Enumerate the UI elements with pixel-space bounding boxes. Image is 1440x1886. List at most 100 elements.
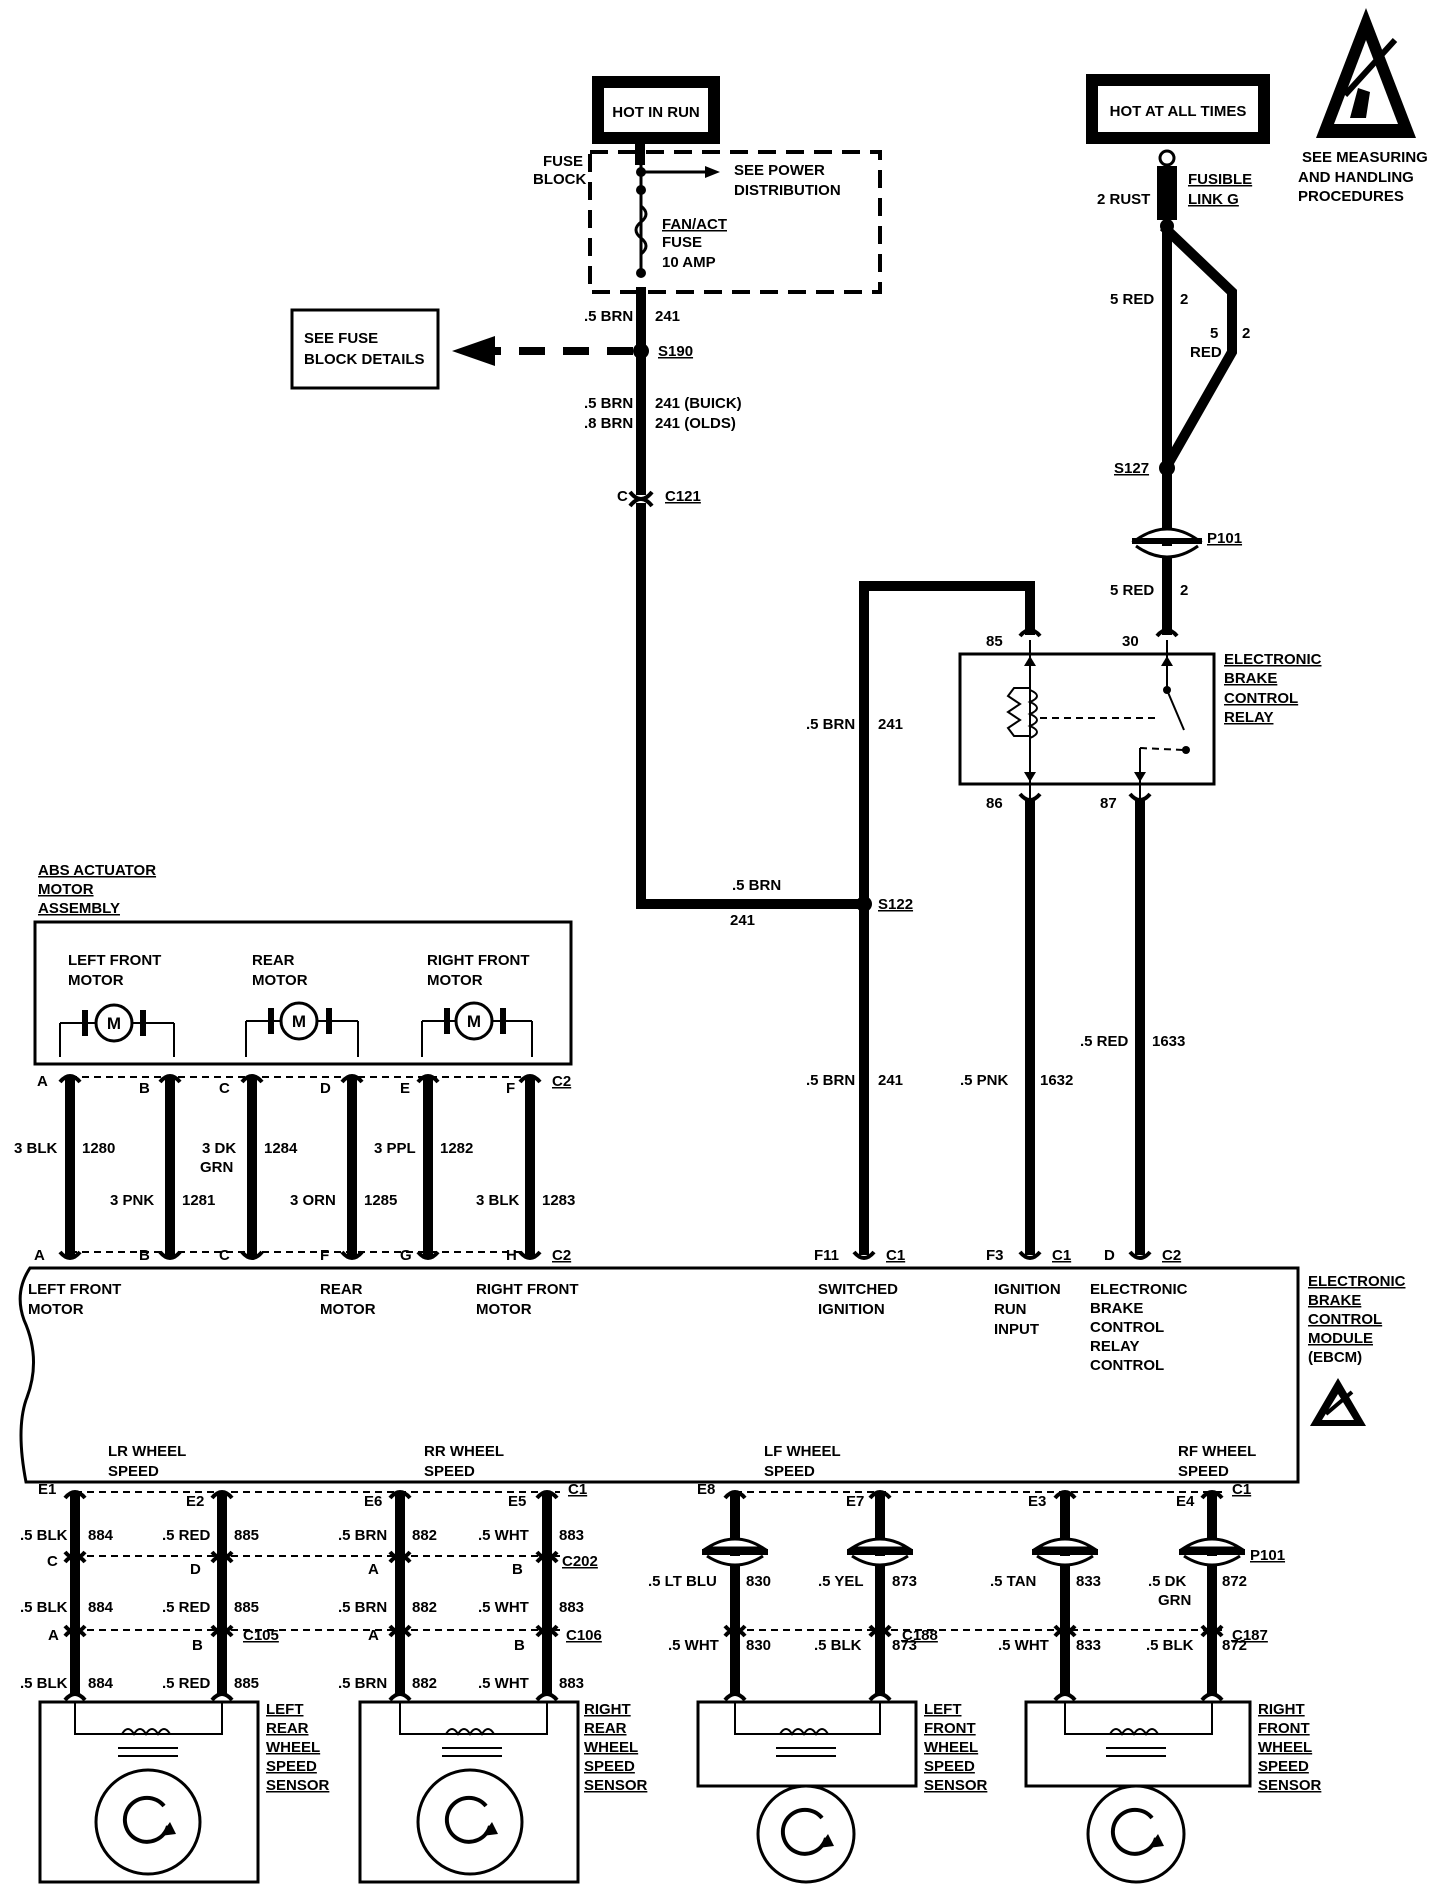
diagram-label: A [368, 1561, 379, 1578]
diagram-label: .5 BLK [20, 1527, 68, 1544]
esd-warning-icon [1310, 1378, 1366, 1426]
motor-right-front-icon: M [421, 1001, 533, 1057]
diagram-label: F [506, 1080, 515, 1097]
left-front-wheel-speed-sensor [696, 1700, 918, 1884]
diagram-label: 241 (BUICK) [655, 395, 742, 412]
diagram-label: D [1104, 1247, 1115, 1264]
diagram-label: .5 BRN [338, 1527, 387, 1544]
diagram-label: C188 [902, 1627, 938, 1644]
diagram-label: 1632 [1040, 1072, 1073, 1089]
diagram-label: RED [1190, 344, 1222, 361]
diagram-label: 883 [559, 1527, 584, 1544]
diagram-label: 3 DK [202, 1140, 236, 1157]
see-fuse-block-details-box [290, 308, 440, 390]
diagram-label: .5 BLK [1146, 1637, 1194, 1654]
diagram-label: 833 [1076, 1637, 1101, 1654]
diagram-label: E2 [186, 1493, 204, 1510]
diagram-label: LEFT FRONT [68, 952, 161, 969]
diagram-label: 1285 [364, 1192, 397, 1209]
diagram-label: 86 [986, 795, 1003, 812]
diagram-label: 30 [1122, 633, 1139, 650]
diagram-label: B [514, 1637, 525, 1654]
diagram-label: SWITCHED [818, 1281, 898, 1298]
diagram-label: M [292, 1012, 306, 1031]
diagram-label: .5 WHT [998, 1637, 1049, 1654]
diagram-label: 883 [559, 1599, 584, 1616]
diagram-label: MOTOR [476, 1301, 532, 1318]
diagram-label: 241 (OLDS) [655, 415, 736, 432]
diagram-label: A [37, 1073, 48, 1090]
diagram-label: 3 BLK [476, 1192, 520, 1209]
diagram-label: B [192, 1637, 203, 1654]
diagram-label: .5 RED [162, 1675, 211, 1692]
diagram-label: CONTROL [1090, 1357, 1164, 1374]
diagram-label: BRAKE [1308, 1292, 1361, 1309]
electronic-brake-control-relay [958, 652, 1216, 786]
diagram-label: 872 [1222, 1573, 1247, 1590]
diagram-label: INPUT [994, 1321, 1039, 1338]
diagram-label: 5 [1210, 325, 1218, 342]
left-rear-wheel-speed-sensor [38, 1700, 260, 1884]
diagram-label: .5 BLK [20, 1675, 68, 1692]
diagram-label: 3 ORN [290, 1192, 336, 1209]
diagram-label: 2 [1242, 325, 1250, 342]
diagram-label: CONTROL [1224, 690, 1298, 707]
diagram-label: M [107, 1014, 121, 1033]
diagram-label: 1283 [542, 1192, 575, 1209]
diagram-label: .5 WHT [668, 1637, 719, 1654]
diagram-label: SEE FUSE [304, 330, 378, 347]
diagram-label: C2 [552, 1247, 571, 1264]
diagram-label: E1 [38, 1481, 56, 1498]
diagram-label: P101 [1207, 530, 1242, 547]
diagram-label: REAR [252, 952, 295, 969]
hot-in-run-box: HOT IN RUN [592, 76, 720, 144]
connector-p101-front [701, 1537, 1246, 1567]
diagram-label: HOT AT ALL TIMES [1110, 103, 1247, 120]
diagram-label: A [368, 1627, 379, 1644]
diagram-label: MODULE [1308, 1330, 1373, 1347]
diagram-label: REAR [320, 1281, 363, 1298]
diagram-label: 830 [746, 1573, 771, 1590]
diagram-label: MOTOR [427, 972, 483, 989]
diagram-label: E8 [697, 1481, 715, 1498]
diagram-label: 2 [1180, 582, 1188, 599]
diagram-label: C [617, 488, 628, 505]
diagram-label: C105 [243, 1627, 279, 1644]
diagram-label: B [139, 1247, 150, 1264]
diagram-label: .5 DK [1148, 1573, 1187, 1590]
diagram-label: 5 RED [1110, 291, 1154, 308]
diagram-label: SPEED [1258, 1758, 1309, 1775]
diagram-label: SPEED [1178, 1463, 1229, 1480]
diagram-label: CONTROL [1090, 1319, 1164, 1336]
diagram-label: 1281 [182, 1192, 215, 1209]
diagram-label: G [400, 1247, 412, 1264]
diagram-label: .5 WHT [478, 1599, 529, 1616]
diagram-label: F [320, 1247, 329, 1264]
diagram-label: LINK G [1188, 191, 1239, 208]
diagram-label: C106 [566, 1627, 602, 1644]
diagram-label: 882 [412, 1675, 437, 1692]
diagram-label: A [48, 1627, 59, 1644]
diagram-label: 884 [88, 1599, 114, 1616]
diagram-label: 241 [730, 912, 755, 929]
diagram-label: GRN [1158, 1592, 1191, 1609]
diagram-label: 1280 [82, 1140, 115, 1157]
diagram-label: .5 YEL [818, 1573, 864, 1590]
diagram-label: 241 [655, 308, 680, 325]
diagram-label: C [47, 1553, 58, 1570]
ebcm-label: ELECTRONIC [1308, 1273, 1406, 1290]
diagram-label: .5 BRN [338, 1675, 387, 1692]
diagram-label: 884 [88, 1527, 114, 1544]
diagram-label: ELECTRONIC [1090, 1281, 1188, 1298]
right-rear-wheel-speed-sensor [358, 1700, 580, 1884]
diagram-label: 241 [878, 716, 903, 733]
diagram-label: E6 [364, 1493, 382, 1510]
diagram-label: WHEEL [266, 1739, 320, 1756]
fuse-icon [634, 204, 648, 256]
diagram-label: 884 [88, 1675, 114, 1692]
diagram-label: BLOCK [533, 171, 586, 188]
actuator-wires [65, 1077, 535, 1257]
diagram-label: .5 BRN [584, 395, 633, 412]
diagram-label: .5 WHT [478, 1675, 529, 1692]
